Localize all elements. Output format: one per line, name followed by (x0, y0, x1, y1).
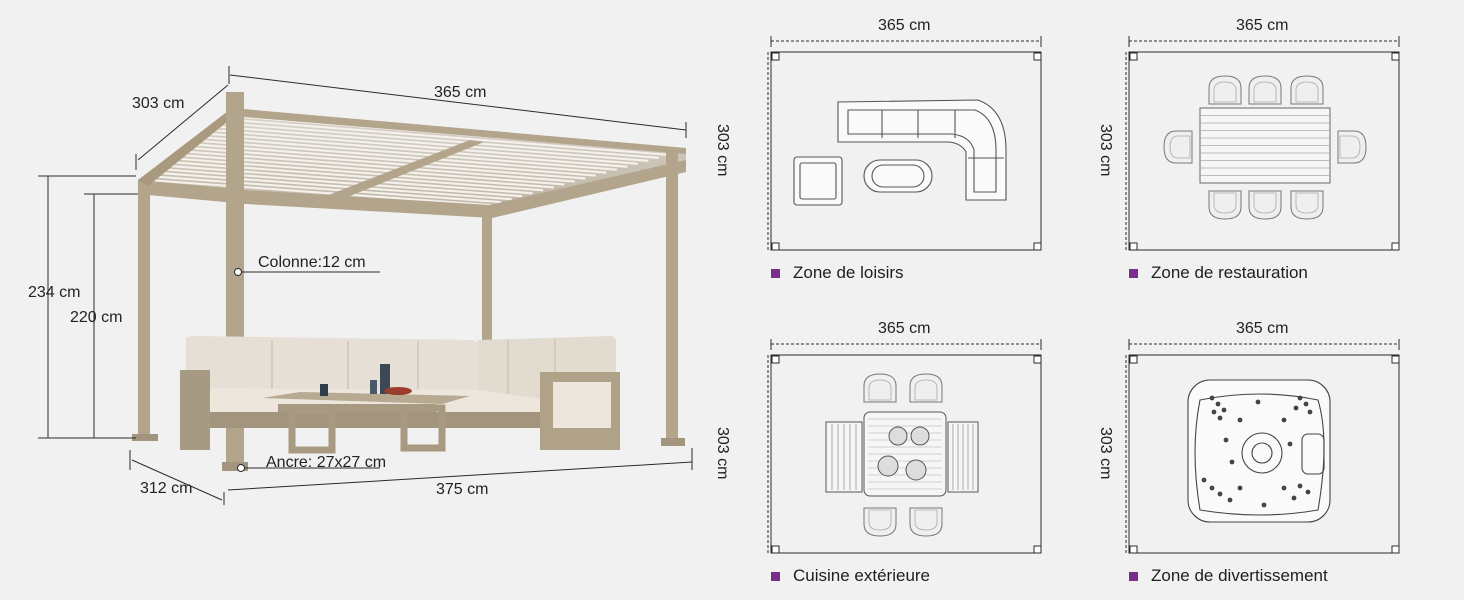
pergola-illustration (38, 66, 693, 505)
zone2-legend: Zone de restauration (1129, 263, 1308, 283)
pergola-roof (138, 108, 686, 218)
zone3-height: 303 cm (714, 427, 731, 480)
marker-dots (234, 268, 245, 472)
legend-marker (1129, 571, 1138, 581)
zone3-label: Cuisine extérieure (793, 566, 931, 585)
zone2-width: 365 cm (1236, 17, 1289, 34)
height-outer-label: 234 cm (28, 284, 81, 301)
width-top-label: 365 cm (434, 84, 487, 101)
hot-tub-icon (1187, 379, 1331, 523)
zone3-legend: Cuisine extérieure (771, 566, 930, 586)
zone4-height: 303 cm (1097, 427, 1114, 480)
zone4-width: 365 cm (1236, 320, 1289, 337)
legend-marker (771, 268, 780, 278)
zone4-label: Zone de divertissement (1151, 566, 1328, 585)
zone1-legend: Zone de loisirs (771, 263, 904, 283)
legend-marker (771, 571, 780, 581)
grill-icon (825, 373, 979, 537)
zone2-height: 303 cm (1097, 124, 1114, 177)
sofa-illustration (180, 336, 620, 454)
zone1-label: Zone de loisirs (793, 263, 904, 282)
height-inner-label: 220 cm (70, 309, 123, 326)
zone1-height: 303 cm (714, 124, 731, 177)
zone3-width: 365 cm (878, 320, 931, 337)
column-label: Colonne:12 cm (258, 254, 366, 271)
width-bottom-label: 375 cm (436, 481, 489, 498)
dining-table-icon (1163, 75, 1367, 220)
zone2-label: Zone de restauration (1151, 263, 1308, 282)
legend-marker (1129, 268, 1138, 278)
zone1-width: 365 cm (878, 17, 931, 34)
sofa-lounge-icon (793, 99, 1007, 206)
depth-top-label: 303 cm (132, 95, 185, 112)
anchor-label: Ancre: 27x27 cm (266, 454, 387, 471)
zone4-legend: Zone de divertissement (1129, 566, 1328, 586)
dimension-lines (38, 66, 693, 505)
depth-bottom-label: 312 cm (140, 480, 193, 497)
